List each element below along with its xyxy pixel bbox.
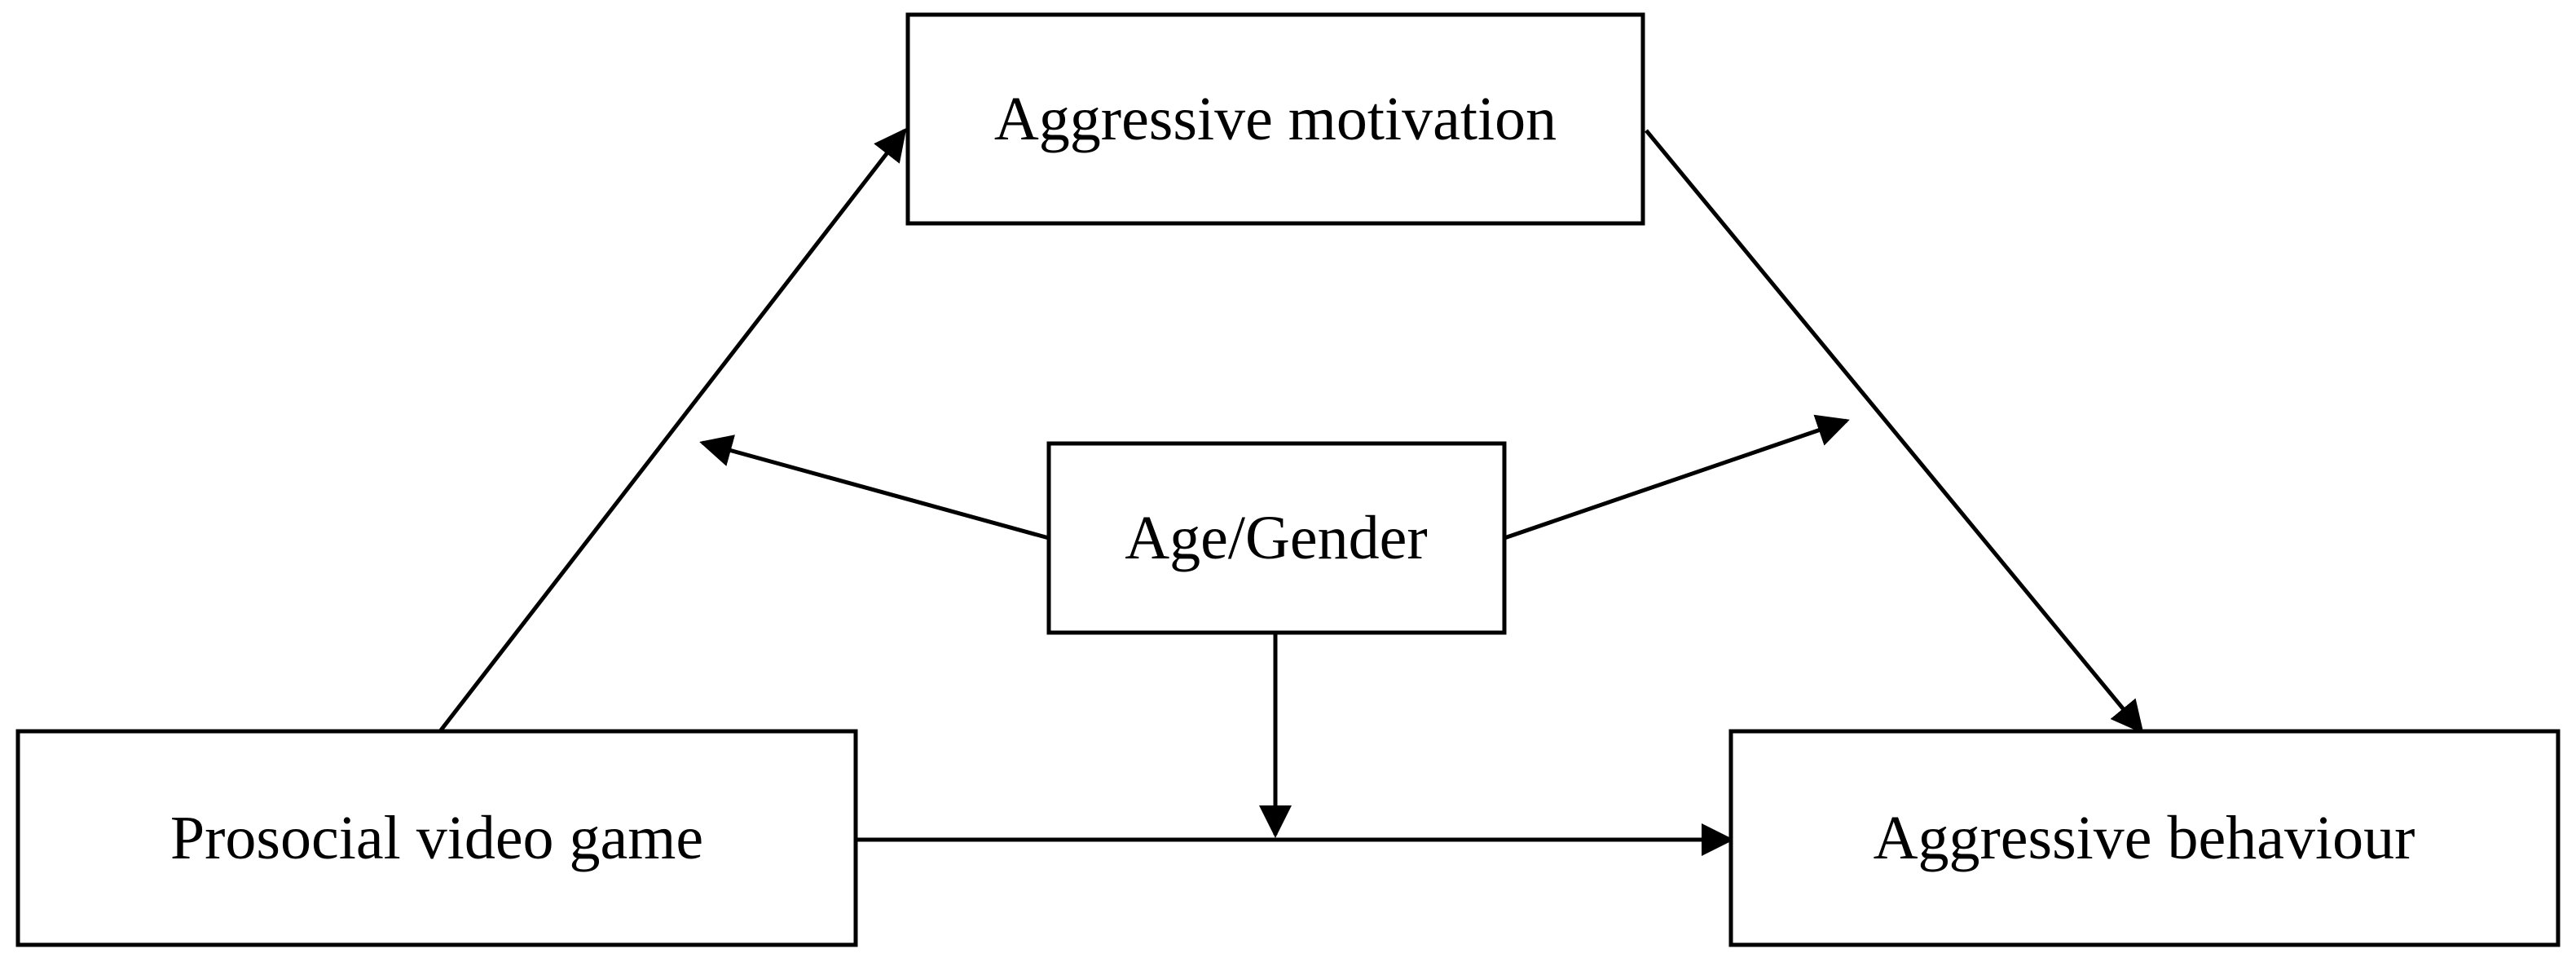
node-aggressive-behaviour-label: Aggressive behaviour [1874,804,2415,872]
arrow-motivation-to-behaviour [1645,129,2144,735]
arrow-game-to-motivation [438,127,907,733]
arrow-moderator-to-left-path [699,435,1050,540]
node-age-gender-label: Age/Gender [1125,504,1427,572]
node-age-gender: Age/Gender [1046,441,1507,635]
node-aggressive-motivation-label: Aggressive motivation [994,85,1557,153]
node-prosocial-video-game: Prosocial video game [15,729,858,947]
arrow-moderator-to-right-path [1504,414,1850,540]
node-prosocial-video-game-label: Prosocial video game [170,804,703,872]
node-aggressive-behaviour: Aggressive behaviour [1728,729,2561,947]
node-aggressive-motivation: Aggressive motivation [905,12,1645,226]
